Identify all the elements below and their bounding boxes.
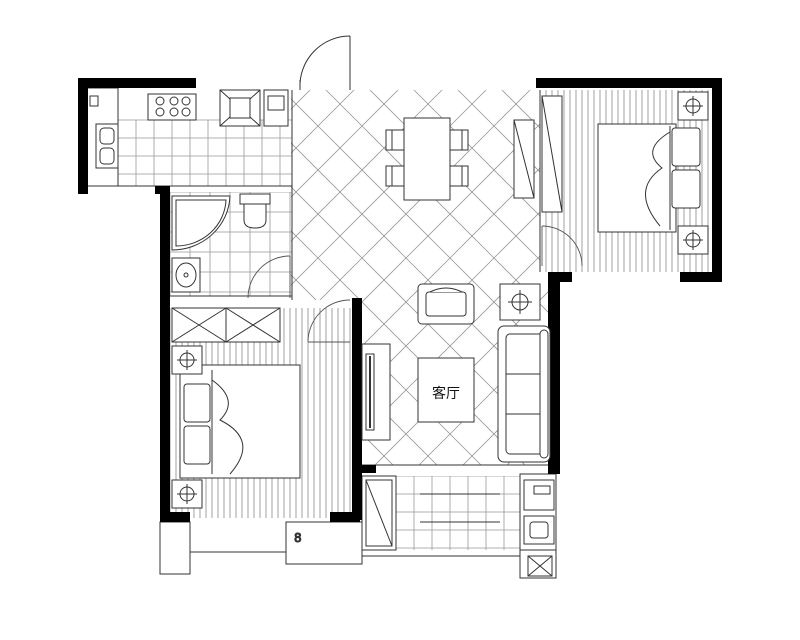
floor-tile-line: [291, 90, 365, 465]
sideboard: [513, 119, 535, 199]
washer: [523, 479, 555, 511]
floor-tile-line: [0, 80, 144, 480]
bedroom-1-door: [307, 299, 351, 343]
kitchen-floor: [118, 119, 292, 186]
walls: [78, 78, 722, 522]
sofa: [497, 325, 551, 463]
entry-door: [299, 35, 351, 90]
tv-console: [361, 343, 391, 441]
floor-tile-line: [291, 90, 453, 465]
corner-shower: [171, 195, 231, 251]
bedroom-1-bed: [171, 345, 301, 509]
bedroom-1-wardrobe: [171, 307, 281, 343]
balcony-fixtures: 8: [294, 479, 555, 577]
bedroom-2-bed: [597, 91, 709, 255]
floor-tile-line: [0, 80, 188, 480]
floor-tile-line: [0, 80, 188, 480]
toilet-bowl: [243, 203, 267, 229]
bathroom-door: [247, 255, 291, 299]
bedroom-2-door: [541, 225, 583, 267]
coffee-table: [417, 357, 475, 423]
bathroom-fixtures: [171, 193, 271, 293]
floor-tile-line: [291, 90, 541, 465]
side-table: [499, 283, 541, 321]
floor-tile-line: [712, 80, 800, 480]
bedroom-2-wardrobe: [541, 95, 563, 213]
kitchen-fixtures: [89, 89, 289, 169]
armchair: [417, 283, 475, 325]
dining-table: [403, 117, 451, 201]
floor-tile-line: [712, 80, 800, 480]
floor-tile-line: [756, 80, 800, 480]
interior-lines: [81, 87, 557, 579]
floor-tile-line: [291, 90, 409, 465]
room-label-living: 客厅: [432, 385, 460, 402]
toilet-tank: [239, 193, 271, 205]
floor-tile-line: [0, 80, 144, 480]
floor-tile-line: [756, 80, 800, 480]
dining-set: [385, 117, 469, 201]
balcony-floor: [396, 476, 520, 550]
floor-tile-line: [403, 90, 556, 465]
svg-text:8: 8: [294, 531, 302, 545]
